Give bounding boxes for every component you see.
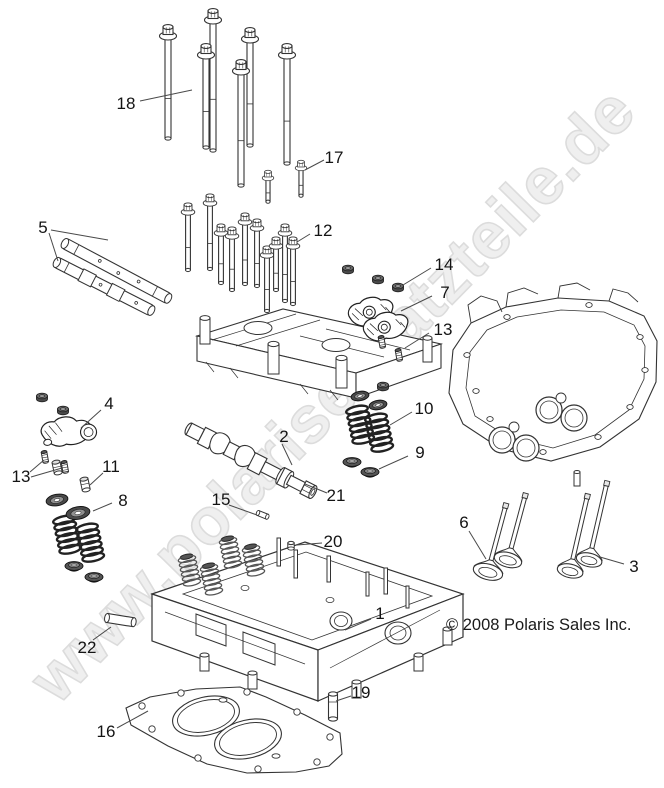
flange-bolt — [203, 8, 223, 153]
part-pin-15 — [255, 509, 270, 520]
lock-nut — [377, 381, 389, 392]
flange-bolt — [231, 59, 251, 188]
flange-bolt — [294, 159, 308, 198]
flange-bolt — [202, 193, 218, 272]
spring-seat — [360, 467, 380, 478]
flange-bolt — [285, 236, 301, 307]
valve-spring — [345, 404, 376, 445]
valve-spring — [364, 412, 395, 453]
spring-seat — [64, 561, 84, 572]
flange-bolt — [277, 43, 297, 166]
lock-nut — [36, 392, 48, 403]
valve-spring-installed — [177, 553, 202, 587]
part-rocker-arm — [40, 416, 98, 447]
flange-bolt — [158, 24, 178, 141]
adjuster-screw — [40, 449, 50, 465]
part-head-gasket — [125, 686, 343, 774]
valve — [575, 479, 611, 568]
part-dowel-20 — [287, 540, 295, 551]
copyright-text: © 2008 Polaris Sales Inc. — [446, 616, 632, 634]
flange-bolt — [268, 236, 284, 293]
flange-bolt — [261, 169, 275, 204]
spring-seat — [342, 457, 362, 468]
part-bolt-19 — [327, 691, 339, 722]
flange-bolt — [196, 43, 216, 150]
lock-nut — [392, 282, 404, 293]
lock-nut — [372, 274, 384, 285]
valve — [556, 492, 591, 579]
flange-bolt — [224, 226, 240, 293]
spring-seat — [84, 572, 104, 583]
valve-spring-installed — [218, 535, 243, 569]
spring-retainer — [45, 493, 69, 507]
spring-retainer — [65, 506, 91, 520]
flange-bolt — [237, 212, 253, 287]
valve — [493, 491, 529, 569]
flange-bolt — [213, 223, 229, 286]
spring-retainer — [368, 399, 388, 411]
flange-bolt — [249, 218, 265, 289]
valve-tappet — [79, 475, 92, 494]
lock-nut — [342, 264, 354, 275]
flange-bolt — [277, 223, 293, 304]
part-dowel-pin-22 — [104, 612, 137, 628]
valve-spring — [75, 522, 106, 563]
part-rocker-arms — [347, 296, 409, 342]
flange-bolt — [240, 27, 260, 148]
part-cylinder-head — [150, 537, 465, 702]
lock-nut — [57, 405, 69, 416]
valve — [472, 502, 510, 581]
flange-bolt — [180, 202, 196, 273]
valve-spring-installed — [199, 562, 224, 596]
part-camshaft — [184, 422, 318, 500]
flange-bolt — [259, 245, 275, 314]
part-rocker-shafts — [52, 237, 173, 316]
part-cylinder-head-bottom — [448, 282, 658, 487]
valve-spring-installed — [241, 543, 266, 577]
